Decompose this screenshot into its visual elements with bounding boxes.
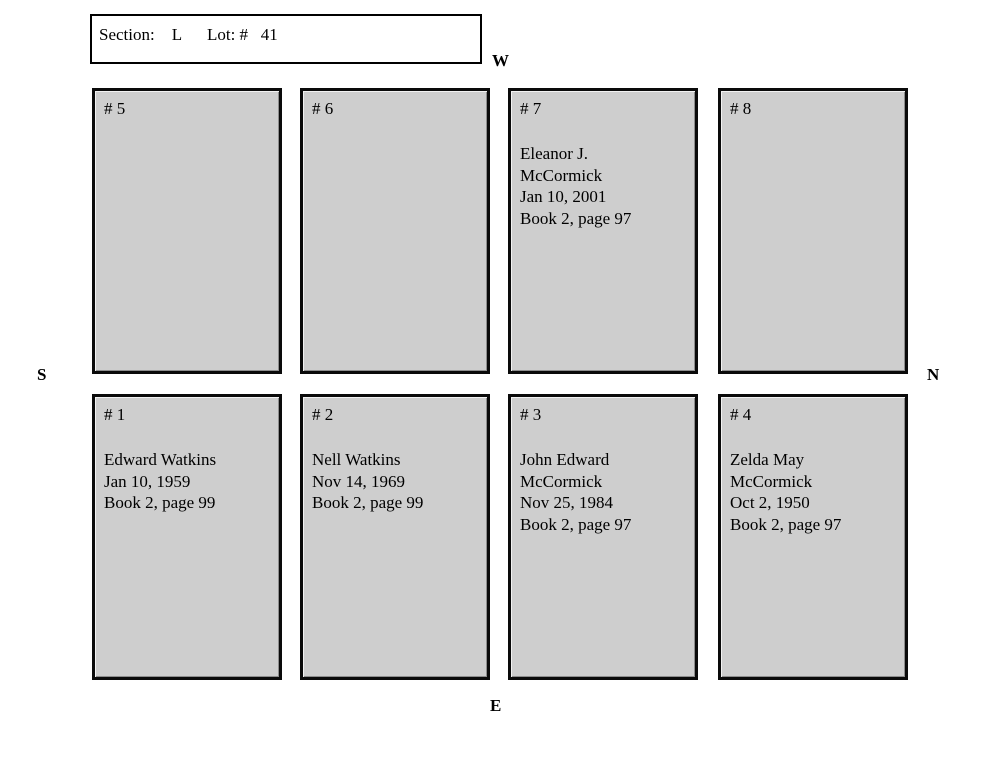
plot-number-2: # 2: [312, 405, 334, 424]
plot-name-line-1-4: Zelda May: [730, 450, 805, 469]
plot-number-4: # 4: [730, 405, 752, 424]
compass-label-west: W: [492, 51, 509, 70]
plot-details-4: Zelda May McCormick Oct 2, 1950 Book 2, …: [730, 449, 899, 535]
plot-name-line-1-3: John Edward: [520, 450, 610, 469]
plot-reference-1: Book 2, page 99: [104, 493, 216, 512]
plot-reference-2: Book 2, page 99: [312, 493, 424, 512]
plot-cell-6[interactable]: # 6: [300, 88, 490, 374]
plot-grid: # 5 # 6 # 7 Eleanor J. McCormick Ja: [92, 88, 908, 680]
plot-date-1: Jan 10, 1959: [104, 471, 191, 491]
plot-date-2: Nov 14, 1969: [312, 471, 406, 491]
plot-date-3: Nov 25, 1984: [520, 493, 614, 512]
plot-details-2: Nell Watkins Nov 14, 1969 Book 2, page 9…: [312, 449, 481, 514]
plot-number-3: # 3: [520, 405, 542, 424]
plot-name-line-2-3: McCormick: [520, 471, 603, 491]
plot-number-6: # 6: [312, 99, 334, 118]
plot-row-bottom: # 1 Edward Watkins Jan 10, 1959 Book 2, …: [92, 394, 908, 680]
plot-details-1: Edward Watkins Jan 10, 1959 Book 2, page…: [104, 449, 273, 514]
plot-details-3: John Edward McCormick Nov 25, 1984 Book …: [520, 449, 689, 535]
plot-cell-7[interactable]: # 7 Eleanor J. McCormick Jan 10, 2001 Bo…: [508, 88, 698, 374]
plot-name-line-1-7: Eleanor J.: [520, 144, 588, 163]
plot-number-8: # 8: [730, 99, 752, 118]
plot-reference-7: Book 2, page 97: [520, 208, 632, 228]
plot-reference-4: Book 2, page 97: [730, 514, 842, 534]
compass-label-north: N: [927, 365, 940, 384]
plot-cell-5[interactable]: # 5: [92, 88, 282, 374]
plot-cell-4[interactable]: # 4 Zelda May McCormick Oct 2, 1950 Book…: [718, 394, 908, 680]
compass-label-east: E: [490, 696, 502, 715]
plot-cell-2[interactable]: # 2 Nell Watkins Nov 14, 1969 Book 2, pa…: [300, 394, 490, 680]
plot-name-line-1-1: Edward Watkins: [104, 450, 217, 469]
plot-reference-3: Book 2, page 97: [520, 514, 632, 534]
plot-name-line-1-2: Nell Watkins: [312, 450, 401, 469]
plot-date-7: Jan 10, 2001: [520, 187, 607, 206]
plot-cell-3[interactable]: # 3 John Edward McCormick Nov 25, 1984 B…: [508, 394, 698, 680]
plot-name-line-2-7: McCormick: [520, 165, 603, 185]
compass-label-south: S: [37, 365, 47, 384]
plot-date-4: Oct 2, 1950: [730, 493, 810, 512]
plot-cell-8[interactable]: # 8: [718, 88, 908, 374]
plot-number-7: # 7: [520, 99, 542, 118]
plot-number-5: # 5: [104, 99, 126, 118]
section-lot-text: Section: L Lot: # 41: [99, 25, 278, 44]
plot-details-7: Eleanor J. McCormick Jan 10, 2001 Book 2…: [520, 143, 689, 229]
plot-number-1: # 1: [104, 405, 126, 424]
plot-name-line-2-4: McCormick: [730, 471, 813, 491]
plot-row-top: # 5 # 6 # 7 Eleanor J. McCormick Ja: [92, 88, 908, 374]
section-lot-header-box: Section: L Lot: # 41: [90, 14, 482, 64]
plot-cell-1[interactable]: # 1 Edward Watkins Jan 10, 1959 Book 2, …: [92, 394, 282, 680]
